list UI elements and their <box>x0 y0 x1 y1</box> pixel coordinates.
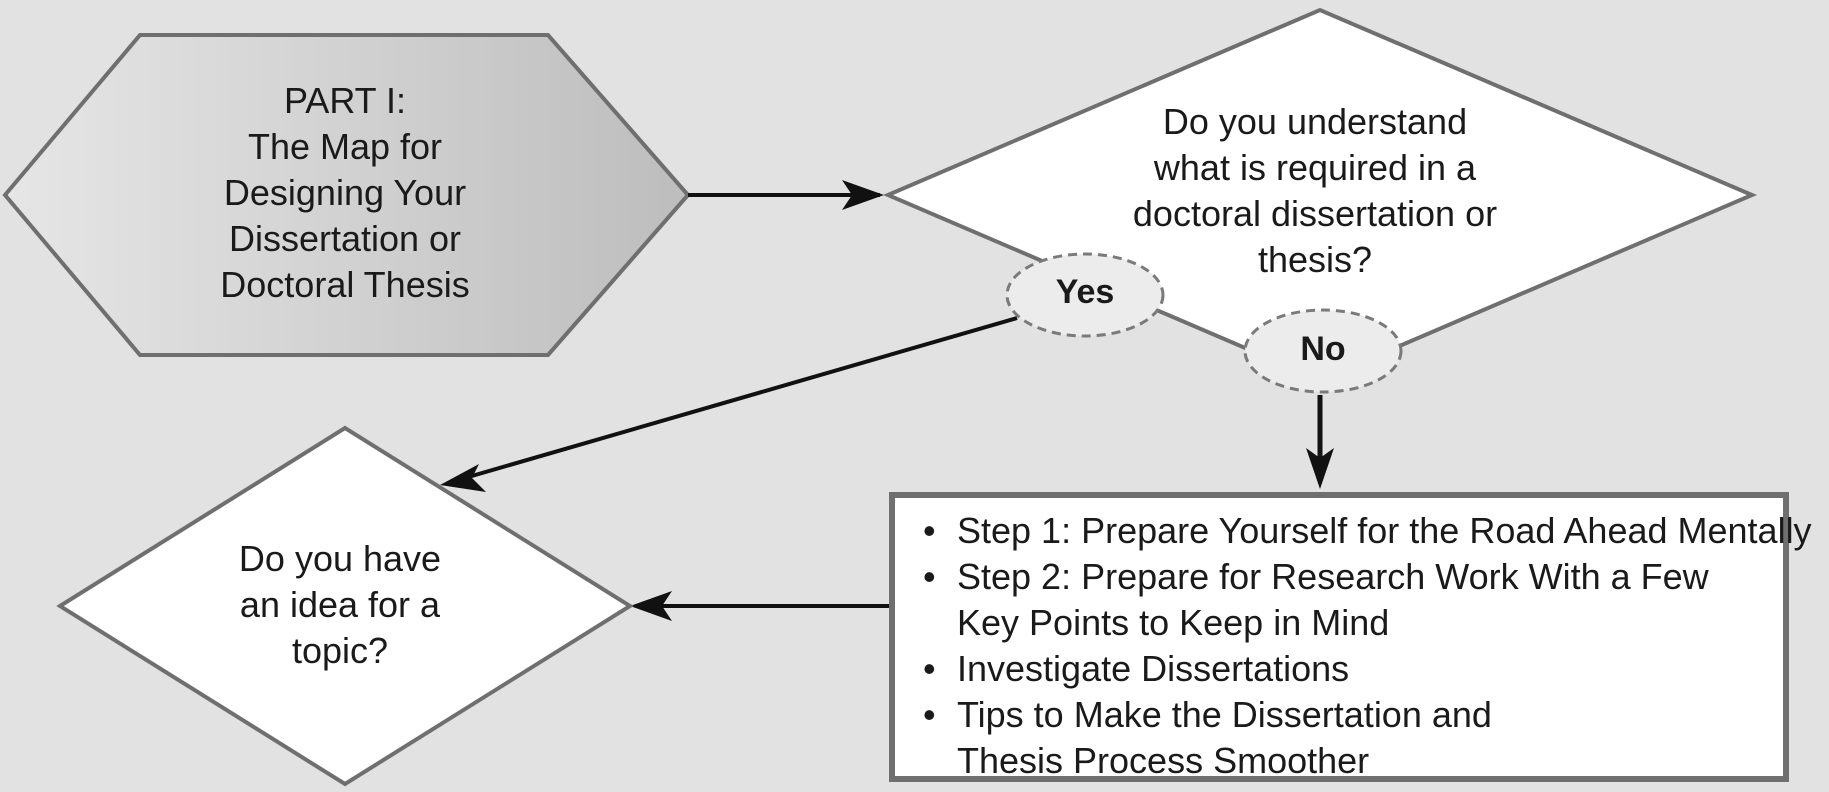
arrowhead-yes-to-decision-2 <box>440 464 486 492</box>
step-line: Key Points to Keep in Mind <box>957 602 1390 643</box>
start-node-label: PART I: The Map for Designing Your Disse… <box>170 78 520 308</box>
yes-label: Yes <box>1055 273 1115 311</box>
arrowhead-start-to-decision-1 <box>842 180 884 210</box>
yes-ellipse <box>1005 252 1165 338</box>
decision-2-line: topic? <box>291 630 389 671</box>
steps-list-item: • Step 1: Prepare Yourself for the Road … <box>919 508 1812 554</box>
no-ellipse <box>1243 308 1403 394</box>
start-node-line: Designing Your <box>223 172 467 213</box>
bullet-icon: • <box>923 510 936 551</box>
decision-1-line: what is required in a <box>1153 147 1477 188</box>
steps-list-item: • Investigate Dissertations <box>919 646 1783 692</box>
no-label: No <box>1300 330 1346 368</box>
steps-list-item: • Step 2: Prepare for Research Work With… <box>919 554 1783 646</box>
decision-2-line: an idea for a <box>239 584 441 625</box>
decision-1-line: doctoral dissertation or <box>1132 193 1498 234</box>
steps-box: • Step 1: Prepare Yourself for the Road … <box>889 492 1812 784</box>
decision-2-label: Do you have an idea for a topic? <box>190 536 490 674</box>
step-line: Step 1: Prepare Yourself for the Road Ah… <box>957 510 1812 551</box>
bullet-icon: • <box>923 694 936 735</box>
steps-list: • Step 1: Prepare Yourself for the Road … <box>919 508 1812 784</box>
decision-1-line: thesis? <box>1257 239 1373 280</box>
step-line: Tips to Make the Dissertation and <box>957 694 1492 735</box>
start-node-line: Dissertation or <box>228 218 462 259</box>
steps-list-item: • Tips to Make the Dissertation and Thes… <box>919 692 1783 784</box>
arrowhead-steps-to-decision-2 <box>630 591 672 621</box>
decision-1-line: Do you understand <box>1162 101 1468 142</box>
step-line: Step 2: Prepare for Research Work With a… <box>957 556 1709 597</box>
start-node-line: The Map for <box>247 126 443 167</box>
arrowhead-no-to-steps <box>1306 448 1334 489</box>
step-line: Thesis Process Smoother <box>957 740 1370 781</box>
decision-1-label: Do you understand what is required in a … <box>1090 99 1540 283</box>
bullet-icon: • <box>923 556 936 597</box>
arrow-yes-to-decision-2 <box>457 316 1018 482</box>
bullet-icon: • <box>923 648 936 689</box>
start-node-line: Doctoral Thesis <box>220 264 470 305</box>
decision-2-line: Do you have <box>238 538 442 579</box>
start-node-line: PART I: <box>283 80 407 121</box>
decision-2-diamond <box>56 425 634 787</box>
step-line: Investigate Dissertations <box>957 648 1350 689</box>
